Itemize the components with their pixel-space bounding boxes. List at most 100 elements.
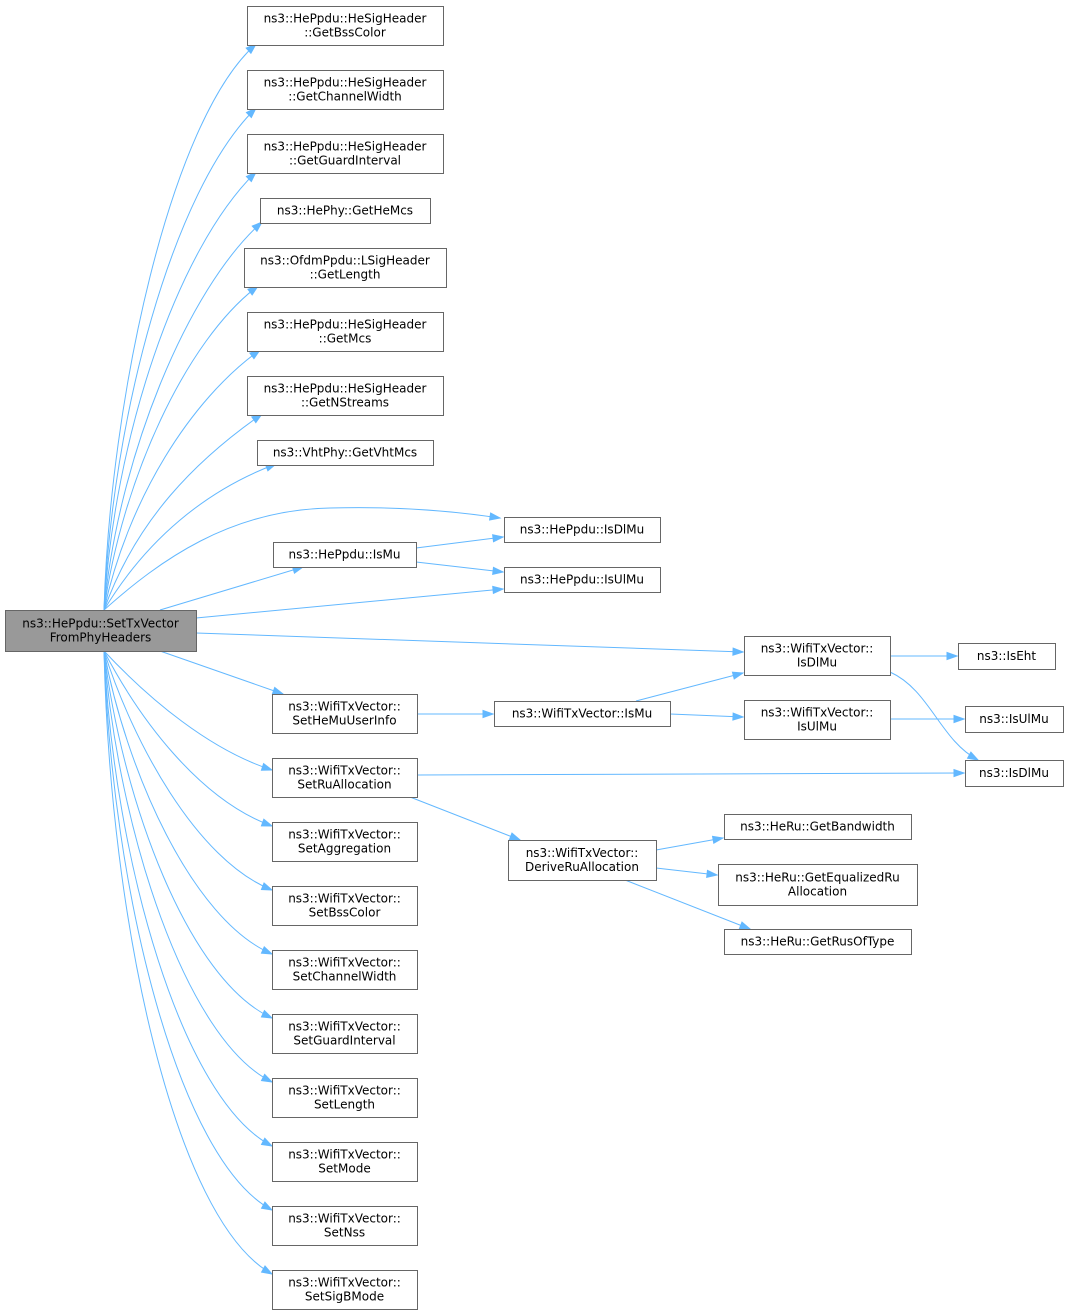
node-label-line: ns3::HePpdu::HeSigHeader [264, 318, 427, 332]
node-box [504, 517, 661, 543]
node-getChannelWidth[interactable]: ns3::HePpdu::HeSigHeader::GetChannelWidt… [247, 70, 444, 110]
edge-root-to-setRuAllocation [103, 650, 274, 771]
edge-deriveRuAllocation-to-getBandwidth [655, 835, 725, 851]
node-box [744, 700, 891, 740]
node-box [724, 814, 912, 840]
node-setChannelWidth[interactable]: ns3::WifiTxVector::SetChannelWidth [272, 950, 418, 990]
node-label-line: ns3::WifiTxVector:: [288, 828, 401, 842]
arrowhead [260, 1009, 274, 1019]
edge-line [195, 632, 744, 653]
arrowhead [492, 534, 505, 543]
node-wtvIsDlMu[interactable]: ns3::WifiTxVector::IsDlMu [744, 636, 891, 676]
edge-wtvIsMu-to-wtvIsUlMu [669, 712, 745, 721]
node-getRusOfType[interactable]: ns3::HeRu::GetRusOfType [724, 929, 912, 955]
edge-root-to-getLength [103, 285, 260, 611]
node-getBssColor[interactable]: ns3::HePpdu::HeSigHeader::GetBssColor [247, 6, 444, 46]
arrowhead [245, 42, 258, 55]
node-setSigBMode[interactable]: ns3::WifiTxVector::SetSigBMode [272, 1270, 418, 1310]
arrowhead [251, 220, 264, 233]
edge-wtvIsUlMu-to-isUlMu [890, 714, 966, 724]
node-label-line: ns3::HeRu::GetRusOfType [741, 935, 895, 949]
node-label-line: ns3::WifiTxVector:: [761, 642, 874, 656]
node-box [272, 1078, 418, 1118]
node-label-line: ns3::HePpdu::SetTxVector [22, 617, 179, 631]
node-isDlMu[interactable]: ns3::IsDlMu [965, 760, 1064, 787]
edge-wtvIsDlMu-to-isEht [890, 651, 959, 661]
node-label-line: SetRuAllocation [297, 778, 391, 792]
arrowhead [260, 1201, 274, 1211]
edge-root-to-heIsDlMu [103, 507, 502, 611]
node-setNss[interactable]: ns3::WifiTxVector::SetNss [272, 1206, 418, 1246]
node-getBandwidth[interactable]: ns3::HeRu::GetBandwidth [724, 814, 912, 840]
node-box [260, 198, 431, 224]
edge-deriveRuAllocation-to-getRusOfType [624, 879, 752, 930]
arrowhead [732, 712, 745, 721]
node-isEht[interactable]: ns3::IsEht [958, 643, 1056, 670]
node-box [272, 694, 418, 734]
edge-line [103, 107, 257, 611]
node-label-line: SetHeMuUserInfo [292, 714, 396, 728]
edge-line [624, 879, 751, 930]
node-label-line: ns3::WifiTxVector:: [288, 1212, 401, 1226]
node-deriveRuAllocation[interactable]: ns3::WifiTxVector::DeriveRuAllocation [508, 840, 657, 881]
edge-root-to-setBssColor [103, 650, 274, 891]
node-heIsMu[interactable]: ns3::HePpdu::IsMu [273, 542, 417, 568]
edge-line [103, 650, 273, 955]
node-label-line: IsDlMu [797, 656, 837, 670]
node-getHeMcs[interactable]: ns3::HePhy::GetHeMcs [260, 198, 431, 224]
node-getMcs[interactable]: ns3::HePpdu::HeSigHeader::GetMcs [247, 312, 444, 352]
node-box [965, 706, 1064, 733]
node-box [504, 567, 661, 593]
node-box [724, 929, 912, 955]
node-setRuAllocation[interactable]: ns3::WifiTxVector::SetRuAllocation [272, 758, 418, 798]
node-box [247, 70, 444, 110]
edge-line [103, 43, 257, 611]
edge-setRuAllocation-to-isDlMu [416, 768, 966, 778]
edge-heIsMu-to-heIsUlMu [415, 561, 505, 575]
nodes-layer: ns3::HePpdu::SetTxVectorFromPhyHeadersns… [5, 6, 1064, 1310]
node-setBssColor[interactable]: ns3::WifiTxVector::SetBssColor [272, 886, 418, 926]
node-box [247, 312, 444, 352]
node-box [494, 701, 671, 727]
arrowhead [271, 686, 285, 695]
node-isUlMu[interactable]: ns3::IsUlMu [965, 706, 1064, 733]
edge-line [195, 588, 504, 619]
edge-root-to-setHeMuUserInfo [159, 650, 285, 695]
node-label-line: ns3::WifiTxVector:: [288, 892, 401, 906]
arrowhead [260, 1073, 274, 1083]
node-box [272, 886, 418, 926]
edge-root-to-heIsUlMu [195, 585, 505, 619]
node-wtvIsMu[interactable]: ns3::WifiTxVector::IsMu [494, 701, 671, 727]
arrowhead [260, 882, 274, 891]
arrowhead [245, 106, 258, 119]
node-setLength[interactable]: ns3::WifiTxVector::SetLength [272, 1078, 418, 1118]
node-setHeMuUserInfo[interactable]: ns3::WifiTxVector::SetHeMuUserInfo [272, 694, 418, 734]
node-label-line: ns3::WifiTxVector:: [288, 764, 401, 778]
node-heIsDlMu[interactable]: ns3::HePpdu::IsDlMu [504, 517, 661, 543]
node-getNStreams[interactable]: ns3::HePpdu::HeSigHeader::GetNStreams [247, 376, 444, 416]
edge-wtvIsMu-to-wtvIsDlMu [635, 671, 745, 702]
edge-root-to-setLength [103, 650, 274, 1083]
node-label-line: ::GetNStreams [301, 396, 389, 410]
node-label-line: ns3::OfdmPpdu::LSigHeader [260, 254, 430, 268]
node-label-line: ns3::HePpdu::HeSigHeader [264, 12, 427, 26]
node-label-line: ns3::WifiTxVector:: [288, 1084, 401, 1098]
node-getGuardInterval[interactable]: ns3::HePpdu::HeSigHeader::GetGuardInterv… [247, 134, 444, 174]
edge-line [103, 413, 263, 611]
arrowhead [706, 869, 719, 878]
edge-line [415, 536, 504, 549]
node-heIsUlMu[interactable]: ns3::HePpdu::IsUlMu [504, 567, 661, 593]
node-setGuardInterval[interactable]: ns3::WifiTxVector::SetGuardInterval [272, 1014, 418, 1054]
node-label-line: ::GetChannelWidth [288, 90, 402, 104]
edge-line [409, 796, 521, 841]
node-getLength[interactable]: ns3::OfdmPpdu::LSigHeader::GetLength [244, 248, 447, 288]
edge-root-to-setSigBMode [103, 650, 274, 1275]
node-getVhtMcs[interactable]: ns3::VhtPhy::GetVhtMcs [257, 440, 434, 466]
node-setAggregation[interactable]: ns3::WifiTxVector::SetAggregation [272, 822, 418, 862]
node-wtvIsUlMu[interactable]: ns3::WifiTxVector::IsUlMu [744, 700, 891, 740]
node-label-line: ns3::HePpdu::IsDlMu [520, 523, 644, 537]
arrowhead [953, 714, 966, 724]
node-setMode[interactable]: ns3::WifiTxVector::SetMode [272, 1142, 418, 1182]
